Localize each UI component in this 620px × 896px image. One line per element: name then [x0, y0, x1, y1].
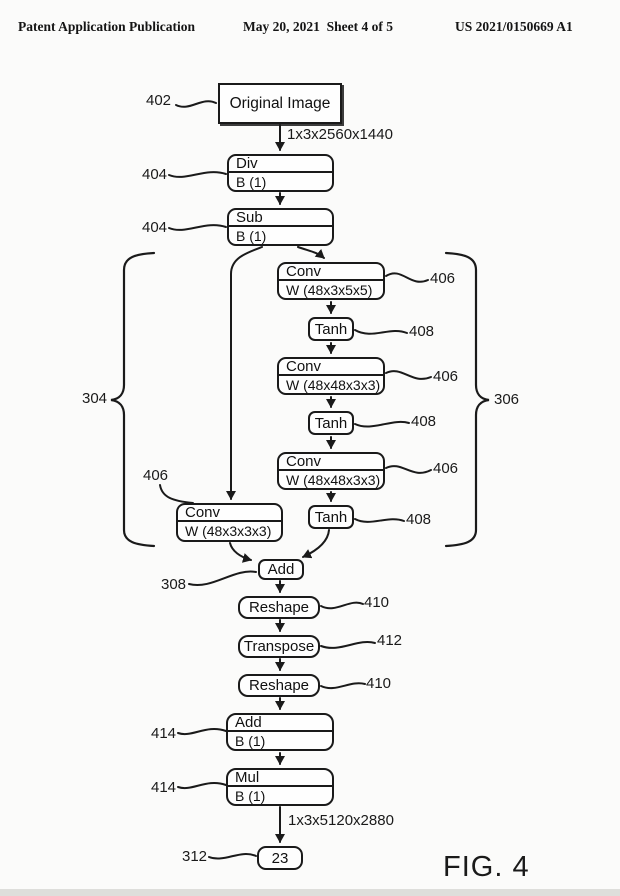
node-tanh3: Tanh [308, 505, 354, 529]
node-add-b-title: Add [228, 715, 332, 732]
ref-304: 304 [82, 390, 108, 407]
node-conv3-param: W (48x48x3x3) [286, 471, 381, 488]
ref-406-conv4: 406 [143, 467, 169, 484]
node-add: Add [258, 559, 304, 580]
node-output-23-label: 23 [271, 849, 289, 867]
leader-408-tanh1 [354, 329, 408, 335]
node-reshape1: Reshape [238, 596, 320, 619]
leader-410-reshape2 [320, 682, 366, 690]
node-tanh2: Tanh [308, 411, 354, 435]
edge-label-input-dims: 1x3x2560x1440 [287, 126, 393, 143]
node-tanh3-label: Tanh [314, 508, 348, 526]
node-add-b-param: B (1) [235, 732, 266, 749]
leader-404-sub [168, 224, 227, 231]
node-sub: Sub B (1) [227, 208, 334, 246]
leader-412 [320, 640, 376, 649]
node-mul-b-title: Mul [228, 770, 332, 787]
leader-408-tanh3 [354, 518, 405, 523]
edge-label-output-dims: 1x3x5120x2880 [288, 812, 394, 829]
node-conv3-title: Conv [279, 454, 383, 471]
ref-410-reshape1: 410 [364, 594, 390, 611]
leader-402 [175, 100, 217, 108]
node-sub-param: B (1) [236, 227, 267, 244]
node-conv1: Conv W (48x3x5x5) [277, 262, 385, 300]
node-conv4-param: W (48x3x3x3) [185, 523, 272, 539]
ref-306: 306 [494, 391, 520, 408]
node-tanh1-label: Tanh [314, 320, 348, 338]
ref-408-tanh3: 408 [406, 511, 432, 528]
edge-sub-to-conv1 [297, 246, 325, 259]
ref-406-conv1: 406 [430, 270, 456, 287]
node-transpose-label: Transpose [243, 638, 315, 655]
node-div-title: Div [229, 156, 332, 173]
node-transpose: Transpose [238, 635, 320, 658]
node-conv4-title: Conv [178, 505, 281, 522]
figure-caption: FIG. 4 [443, 851, 530, 883]
ref-408-tanh1: 408 [409, 323, 435, 340]
node-reshape2-label: Reshape [248, 677, 310, 694]
ref-404-sub: 404 [142, 219, 168, 236]
ref-404-div: 404 [142, 166, 168, 183]
node-original-image: Original Image [218, 83, 342, 124]
ref-406-conv3: 406 [433, 460, 459, 477]
node-conv3: Conv W (48x48x3x3) [277, 452, 385, 490]
header-date-sheet: May 20, 2021 Sheet 4 of 5 [243, 19, 393, 34]
node-add-b: Add B (1) [226, 713, 334, 751]
node-sub-title: Sub [229, 210, 332, 227]
scan-edge-shadow [0, 889, 620, 896]
ref-402: 402 [146, 92, 172, 109]
ref-312: 312 [182, 848, 208, 865]
leader-312 [208, 853, 257, 860]
node-output-23: 23 [257, 846, 303, 870]
edge-tanh3-to-add [302, 529, 330, 559]
ref-412: 412 [377, 632, 403, 649]
leader-406-conv2 [385, 370, 432, 380]
header-publication: Patent Application Publication [18, 19, 196, 34]
ref-408-tanh2: 408 [411, 413, 437, 430]
ref-414-mulb: 414 [151, 779, 177, 796]
edge-sub-to-conv4 [226, 246, 263, 500]
node-tanh2-label: Tanh [314, 414, 348, 432]
leader-308 [188, 570, 257, 587]
leader-414-mulb [177, 782, 227, 790]
edge-conv4-to-add [229, 542, 252, 563]
node-mul-b-param: B (1) [235, 787, 266, 804]
node-original-image-label: Original Image [229, 94, 331, 112]
header-patent-number: US 2021/0150669 A1 [455, 19, 573, 34]
node-mul-b: Mul B (1) [226, 768, 334, 806]
node-conv2-title: Conv [279, 359, 383, 376]
node-conv4: Conv W (48x3x3x3) [176, 503, 283, 542]
leader-410-reshape1 [320, 601, 364, 610]
node-reshape2: Reshape [238, 674, 320, 697]
ref-410-reshape2: 410 [366, 675, 392, 692]
brace-304 [110, 251, 156, 548]
leader-414-addb [177, 728, 227, 736]
node-conv2: Conv W (48x48x3x3) [277, 357, 385, 395]
ref-414-addb: 414 [151, 725, 177, 742]
node-tanh1: Tanh [308, 317, 354, 341]
node-div-param: B (1) [236, 173, 267, 190]
node-conv1-param: W (48x3x5x5) [286, 281, 373, 298]
leader-404-div [168, 171, 227, 178]
node-add-label: Add [267, 561, 295, 578]
leader-406-conv1 [385, 272, 429, 283]
node-div: Div B (1) [227, 154, 334, 192]
leader-406-conv3 [385, 465, 432, 474]
leader-408-tanh2 [354, 420, 410, 428]
node-reshape1-label: Reshape [248, 599, 310, 616]
ref-308: 308 [161, 576, 187, 593]
node-conv1-title: Conv [279, 264, 383, 281]
brace-306 [444, 251, 490, 548]
node-conv2-param: W (48x48x3x3) [286, 376, 381, 393]
leader-406-conv4 [159, 484, 194, 504]
ref-406-conv2: 406 [433, 368, 459, 385]
